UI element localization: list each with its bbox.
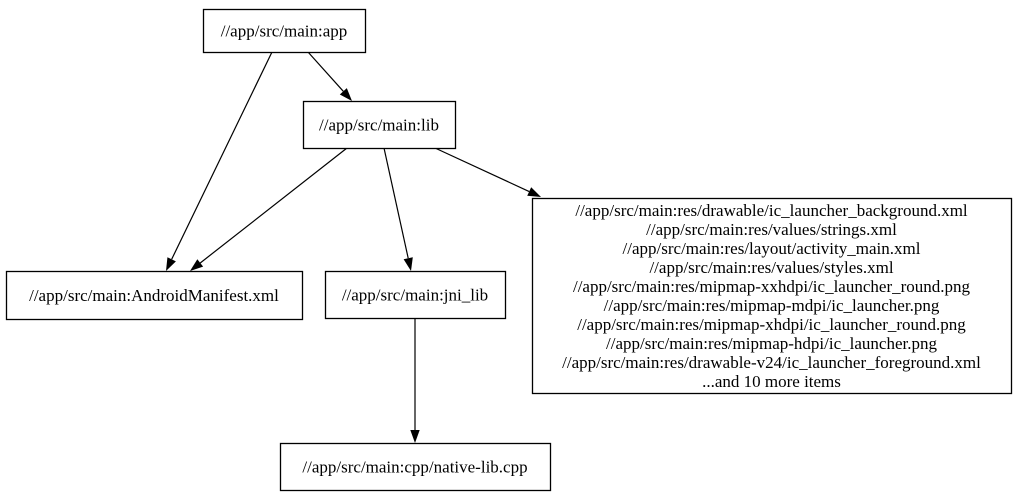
node-label-line: //app/src/main:res/layout/activity_main.… (623, 239, 921, 258)
edge-line (434, 147, 530, 193)
node-resources: //app/src/main:res/drawable/ic_launcher_… (531, 197, 1013, 395)
node-lib-box (302, 100, 457, 150)
node-label-line: //app/src/main:res/drawable-v24/ic_launc… (562, 353, 981, 372)
edge-line (307, 51, 344, 92)
node-android-manifest-label: //app/src/main:AndroidManifest.xml (29, 286, 279, 305)
node-app: //app/src/main:app (202, 8, 367, 54)
node-label-line: //app/src/main:res/mipmap-xxhdpi/ic_laun… (573, 277, 971, 296)
node-app-label: //app/src/main:app (221, 22, 348, 41)
node-resources-label: //app/src/main:res/drawable/ic_launcher_… (562, 201, 981, 391)
edge-app-to-lib (307, 51, 352, 101)
node-android-manifest: //app/src/main:AndroidManifest.xml (5, 270, 304, 321)
arrowhead-icon (166, 257, 176, 271)
node-label-line: //app/src/main:AndroidManifest.xml (29, 286, 279, 305)
node-label-line: ...and 10 more items (702, 372, 841, 391)
node-label-line: //app/src/main:res/drawable/ic_launcher_… (575, 201, 968, 220)
edge-line (199, 147, 348, 264)
edge-line (383, 147, 409, 259)
arrowhead-icon (403, 257, 413, 271)
node-label-line: //app/src/main:res/values/strings.xml (646, 220, 897, 239)
node-lib: //app/src/main:lib (302, 100, 457, 150)
node-resources-box (531, 197, 1013, 395)
arrowhead-icon (410, 430, 420, 443)
arrowhead-icon (190, 259, 204, 271)
node-lib-label: //app/src/main:lib (319, 116, 439, 135)
node-label-line: //app/src/main:lib (319, 116, 439, 135)
node-label-line: //app/src/main:res/mipmap-xhdpi/ic_launc… (577, 315, 966, 334)
node-jni-lib-box (324, 270, 507, 320)
arrowhead-icon (339, 88, 352, 101)
node-native-lib-cpp: //app/src/main:cpp/native-lib.cpp (279, 442, 552, 492)
edge-lib-to-resources (434, 147, 541, 197)
node-label-line: //app/src/main:res/values/styles.xml (649, 258, 893, 277)
node-jni-lib-label: //app/src/main:jni_lib (342, 286, 488, 305)
arrowhead-icon (527, 187, 541, 197)
edge-lib-to-jni-lib (383, 147, 413, 271)
node-label-line: //app/src/main:jni_lib (342, 286, 488, 305)
edge-jni-lib-to-native-lib-cpp (410, 319, 420, 443)
node-jni-lib: //app/src/main:jni_lib (324, 270, 507, 320)
edge-line (171, 51, 273, 260)
edge-app-to-android-manifest (166, 51, 273, 271)
node-label-line: //app/src/main:cpp/native-lib.cpp (302, 458, 527, 477)
edge-lib-to-android-manifest (190, 147, 348, 271)
node-app-box (202, 8, 367, 54)
node-native-lib-cpp-box (279, 442, 552, 492)
node-label-line: //app/src/main:app (221, 22, 348, 41)
node-label-line: //app/src/main:res/mipmap-hdpi/ic_launch… (606, 334, 937, 353)
node-label-line: //app/src/main:res/mipmap-mdpi/ic_launch… (604, 296, 940, 315)
node-native-lib-cpp-label: //app/src/main:cpp/native-lib.cpp (302, 458, 527, 477)
node-android-manifest-box (5, 270, 304, 321)
